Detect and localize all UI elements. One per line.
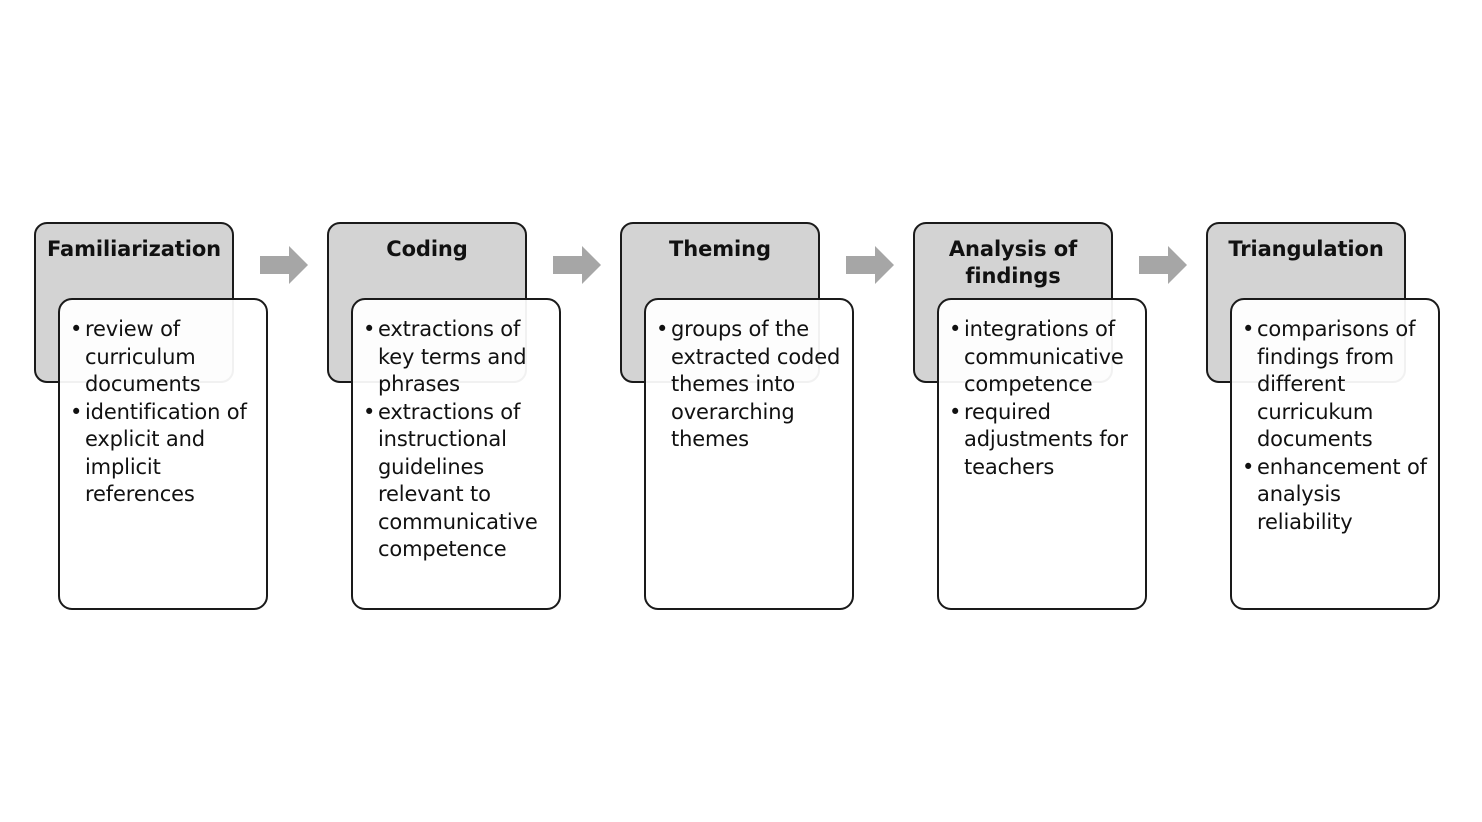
right-arrow-icon [846, 246, 894, 284]
bullet-item: enhancement of analysis reliability [1242, 454, 1428, 537]
stage-bullet-list: comparisons of findings from different c… [1232, 300, 1438, 536]
bullet-item: groups of the extracted coded themes int… [656, 316, 842, 454]
bullet-item: integrations of communicative competence [949, 316, 1135, 399]
stage-title: Triangulation [1228, 237, 1384, 261]
bullet-item: comparisons of findings from different c… [1242, 316, 1428, 454]
stage-title: Familiarization [47, 237, 221, 261]
bullet-item: extractions of instructional guidelines … [363, 399, 549, 564]
stage-title: Coding [386, 237, 468, 261]
stage-body-triangulation[interactable]: comparisons of findings from different c… [1230, 298, 1440, 610]
process-stage-theming: Theming groups of the extracted coded the… [620, 222, 894, 612]
stage-bullet-list: integrations of communicative competence… [939, 300, 1145, 481]
stage-body-familiarization[interactable]: review of curriculum documentsidentifica… [58, 298, 268, 610]
stage-bullet-list: extractions of key terms and phrasesextr… [353, 300, 559, 564]
bullet-item: extractions of key terms and phrases [363, 316, 549, 399]
right-arrow-icon [1139, 246, 1187, 284]
stage-title: Theming [669, 237, 771, 261]
stage-bullet-list: groups of the extracted coded themes int… [646, 300, 852, 454]
process-stage-analysis-of-findings: Analysis of findings integrations of comm… [913, 222, 1187, 612]
process-stage-triangulation: Triangulation comparisons of findings fro… [1206, 222, 1440, 612]
stage-body-analysis-of-findings[interactable]: integrations of communicative competence… [937, 298, 1147, 610]
bullet-item: identification of explicit and implicit … [70, 399, 256, 509]
stage-body-theming[interactable]: groups of the extracted coded themes int… [644, 298, 854, 610]
right-arrow-icon [260, 246, 308, 284]
stage-body-coding[interactable]: extractions of key terms and phrasesextr… [351, 298, 561, 610]
process-stage-familiarization: Familiarization review of curriculum docu… [34, 222, 308, 612]
bullet-item: required adjustments for teachers [949, 399, 1135, 482]
process-stage-coding: Coding extractions of key terms and phras… [327, 222, 601, 612]
bullet-item: review of curriculum documents [70, 316, 256, 399]
right-arrow-icon [553, 246, 601, 284]
stage-bullet-list: review of curriculum documentsidentifica… [60, 300, 266, 509]
stage-title: Analysis of findings [948, 237, 1078, 288]
